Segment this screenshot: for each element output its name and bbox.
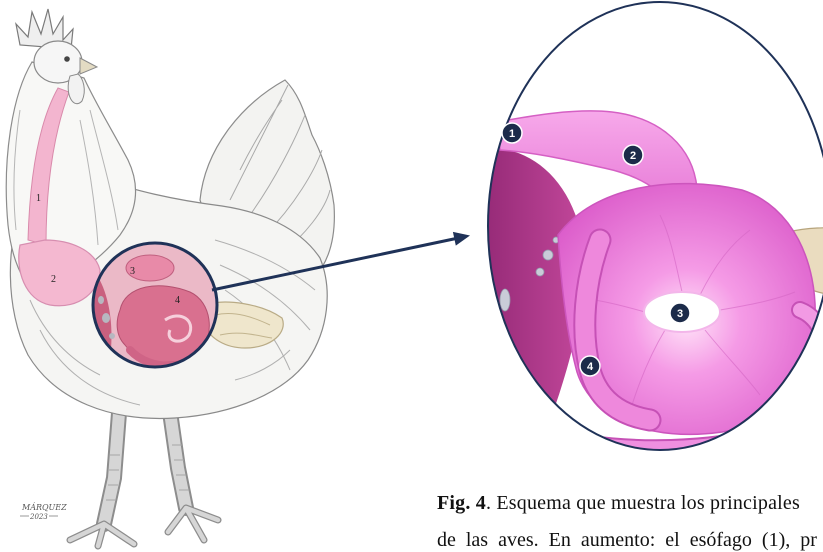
- caption-line-2: de las aves. En aumento: el esófago (1),…: [437, 528, 817, 552]
- chicken-label-3: 3: [130, 266, 135, 277]
- chicken-label-1: 1: [36, 193, 41, 204]
- svg-text:2: 2: [630, 150, 636, 162]
- figure-caption: Fig. 4. Esquema que muestra los principa…: [437, 489, 823, 552]
- chicken-label-2: 2: [51, 274, 56, 285]
- zoom-marker-4: 4: [580, 356, 600, 376]
- caption-line-1: Fig. 4. Esquema que muestra los principa…: [437, 491, 800, 515]
- zoom-marker-1: 1: [502, 123, 522, 143]
- artist-signature: MÁRQUEZ 2023: [20, 503, 67, 521]
- svg-text:1: 1: [509, 128, 515, 140]
- chicken-beak: [80, 58, 97, 74]
- figure-number: Fig. 4: [437, 492, 486, 514]
- magnified-view: [470, 2, 823, 470]
- zoom-marker-2: 2: [623, 145, 643, 165]
- svg-text:3: 3: [677, 308, 683, 320]
- chicken-illustration: 1 2 3 4 MÁRQUEZ 2023: [6, 9, 334, 546]
- chicken-eye: [64, 56, 70, 62]
- chicken-legs: [70, 398, 218, 546]
- chicken-label-4: 4: [175, 295, 180, 306]
- svg-text:2023: 2023: [29, 513, 48, 521]
- svg-text:MÁRQUEZ: MÁRQUEZ: [21, 503, 67, 512]
- chicken-wattle: [68, 74, 84, 104]
- zoom-marker-3: 3: [670, 303, 690, 323]
- svg-text:4: 4: [587, 361, 594, 373]
- caption-text-1: . Esquema que muestra los principales: [486, 492, 800, 514]
